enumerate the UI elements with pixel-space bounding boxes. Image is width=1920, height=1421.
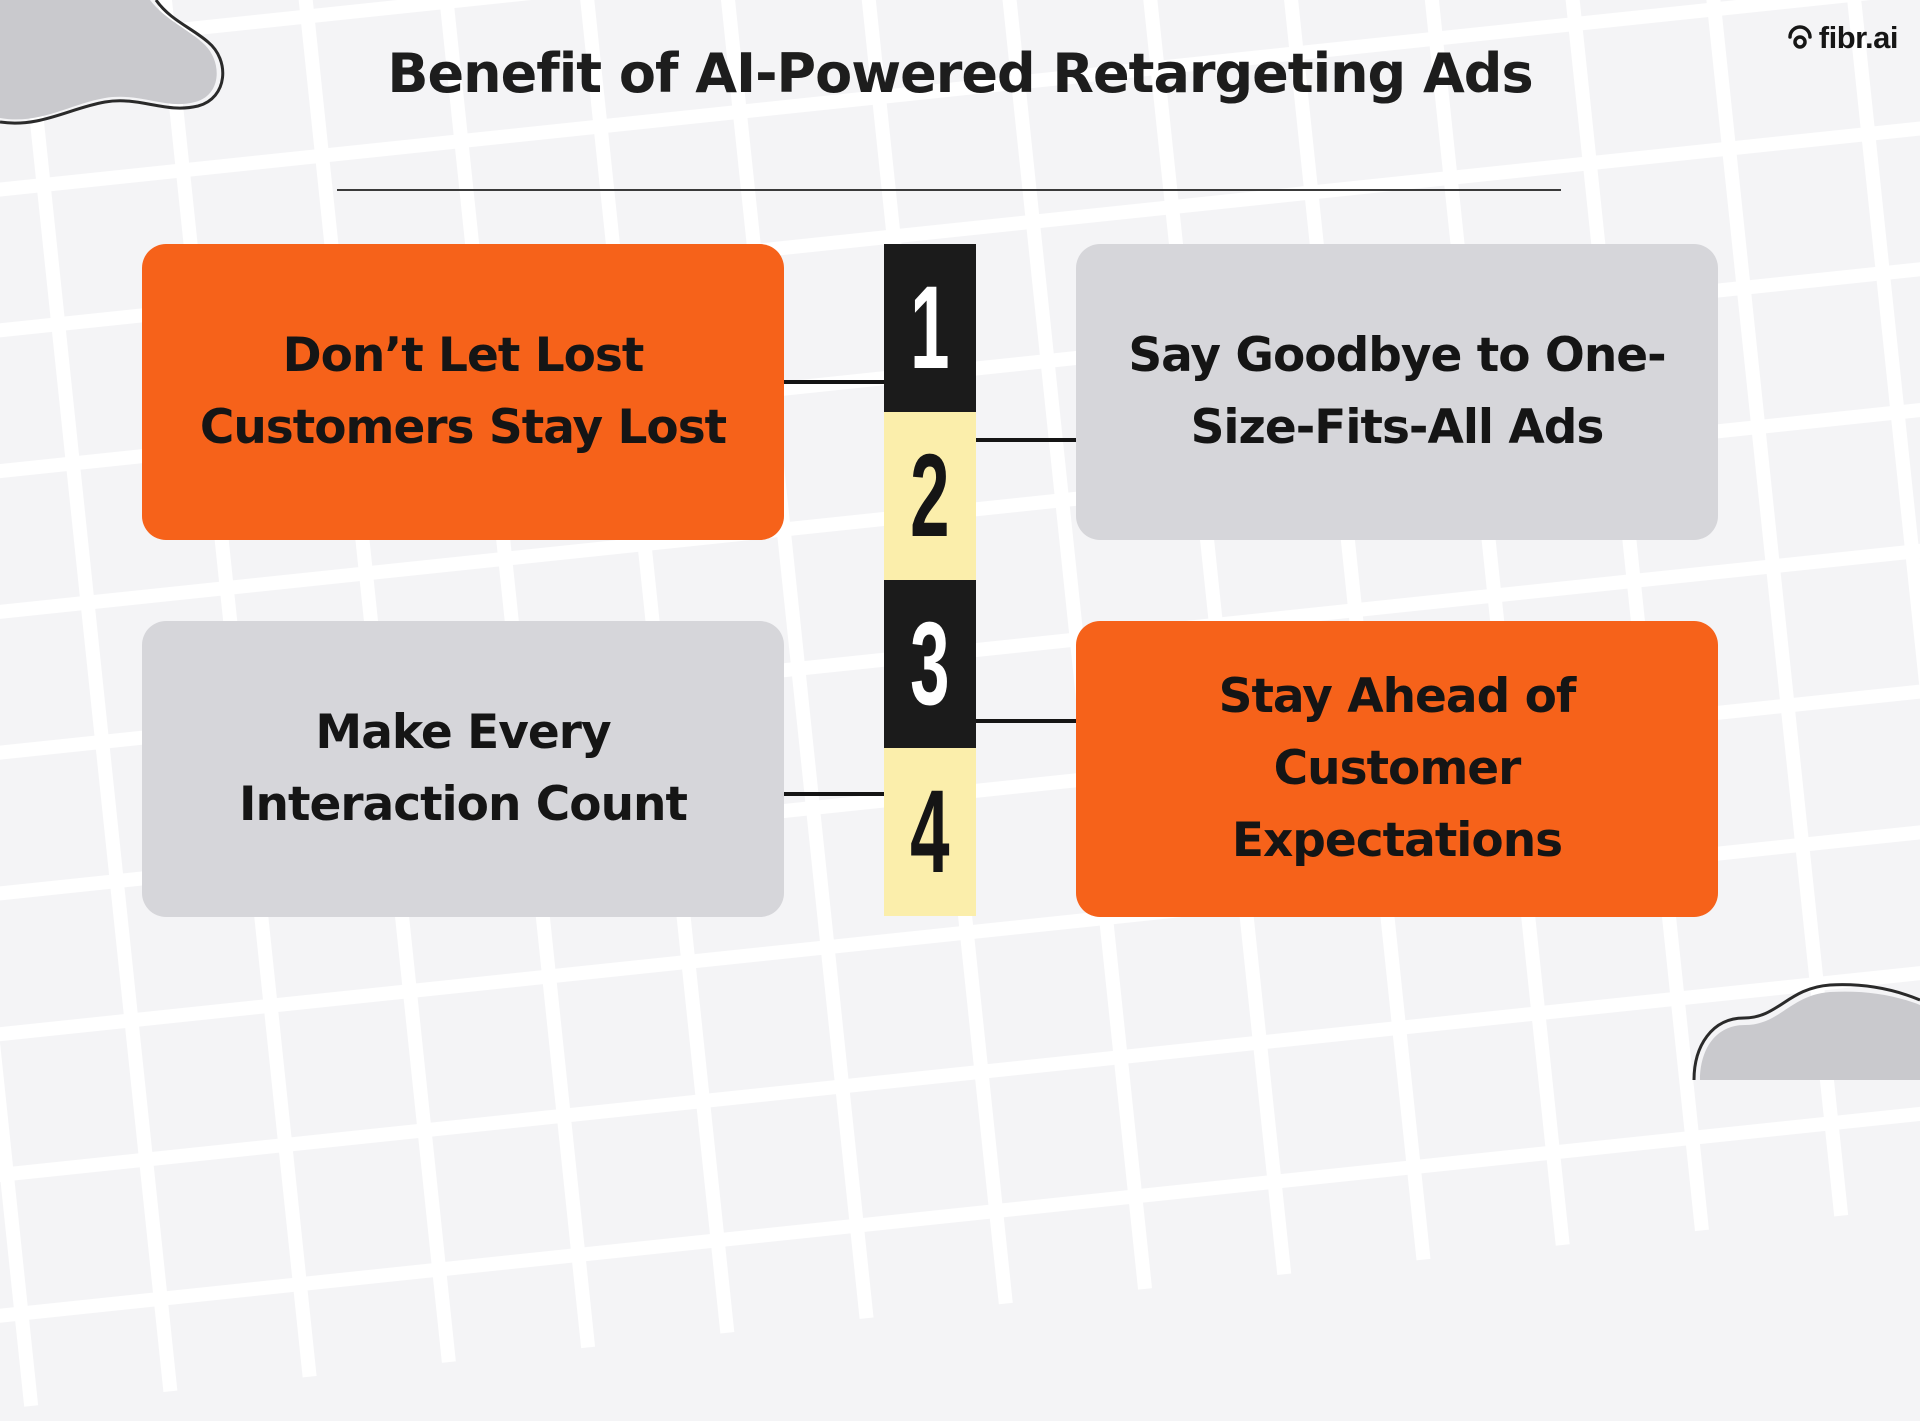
benefit-card-1-text: Don’t Let Lost Customers Stay Lost bbox=[199, 328, 727, 455]
number-strip: 1 2 3 4 bbox=[884, 244, 976, 916]
benefit-card-4-text: Stay Ahead of Customer Expectations bbox=[1218, 669, 1577, 868]
benefit-card-2-text: Say Goodbye to One-Size-Fits-All Ads bbox=[1128, 328, 1666, 455]
number-3: 3 bbox=[910, 598, 950, 730]
number-1: 1 bbox=[910, 262, 950, 394]
title-divider bbox=[337, 189, 1561, 191]
page-title: Benefit of AI-Powered Retargeting Ads bbox=[387, 42, 1533, 105]
connector-2 bbox=[976, 438, 1076, 442]
number-4: 4 bbox=[910, 766, 950, 898]
fibr-logo-icon bbox=[1788, 25, 1812, 49]
decorative-blob-bottom-right bbox=[1692, 983, 1920, 1080]
benefit-card-3-text: Make Every Interaction Count bbox=[239, 705, 688, 832]
brand-logo: fibr.ai bbox=[1787, 20, 1899, 56]
connector-4 bbox=[976, 719, 1076, 723]
logo-text: fibr.ai bbox=[1818, 20, 1899, 55]
benefit-card-4: Stay Ahead of Customer Expectations bbox=[1076, 621, 1718, 917]
benefit-card-3: Make Every Interaction Count bbox=[142, 621, 784, 917]
connector-1 bbox=[784, 380, 886, 384]
number-box-1: 1 bbox=[884, 244, 976, 412]
connector-3 bbox=[784, 792, 886, 796]
number-box-4: 4 bbox=[884, 748, 976, 916]
decorative-blob-top-left bbox=[0, 0, 225, 125]
benefit-card-1: Don’t Let Lost Customers Stay Lost bbox=[142, 244, 784, 540]
number-box-3: 3 bbox=[884, 580, 976, 748]
number-2: 2 bbox=[910, 430, 950, 562]
number-box-2: 2 bbox=[884, 412, 976, 580]
benefit-card-2: Say Goodbye to One-Size-Fits-All Ads bbox=[1076, 244, 1718, 540]
